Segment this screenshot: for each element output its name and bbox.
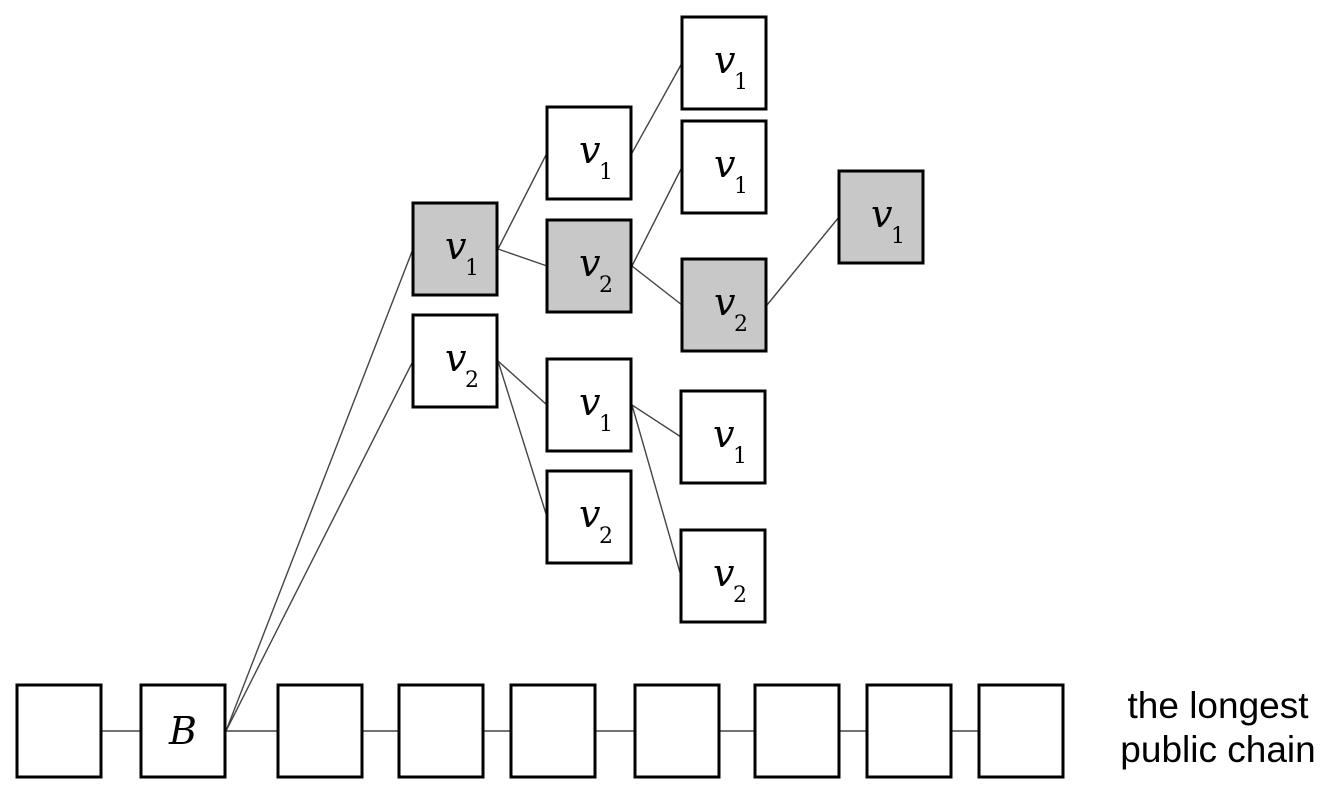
tree-edge — [225, 248, 414, 732]
tree-block-b4: v2 — [545, 469, 633, 565]
block-box — [411, 313, 499, 409]
block-subscript: 2 — [599, 273, 613, 298]
block-box — [139, 683, 227, 779]
block-subscript: 2 — [733, 583, 747, 608]
chain-block-4 — [509, 683, 597, 779]
tree-edge — [631, 265, 683, 306]
block-subscript: 2 — [465, 368, 479, 393]
block-box — [977, 683, 1065, 779]
tree-block-c3n: v2 — [680, 257, 768, 353]
chain-block-5 — [633, 683, 721, 779]
block-subscript: 1 — [599, 160, 613, 185]
tree-block-c1n: v1 — [680, 15, 768, 111]
tree-edge — [631, 404, 682, 438]
tree-edge — [766, 216, 840, 306]
block-box — [679, 528, 767, 624]
block-variable: v — [714, 280, 736, 324]
edges-layer — [101, 62, 979, 732]
block-variable: v — [579, 241, 601, 285]
tree-block-b2: v2 — [545, 218, 633, 314]
block-variable: v — [714, 38, 736, 82]
block-variable: v — [579, 380, 601, 424]
block-box — [680, 119, 768, 215]
block-variable: v — [445, 224, 467, 268]
tree-edge — [497, 152, 548, 250]
tree-block-c2n: v1 — [680, 119, 768, 215]
tree-edge — [497, 248, 548, 267]
block-variable: v — [579, 492, 601, 536]
block-box — [545, 357, 633, 453]
block-box — [545, 218, 633, 314]
tree-block-b3: v1 — [545, 357, 633, 453]
tree-block-a2: v2 — [411, 313, 499, 409]
block-variable: v — [713, 412, 735, 456]
tree-edge — [631, 62, 683, 154]
block-box — [276, 683, 364, 779]
tree-block-c5n: v2 — [679, 528, 767, 624]
tree-block-b1: v1 — [545, 105, 633, 201]
block-subscript: 2 — [599, 524, 613, 549]
chain-block-8 — [977, 683, 1065, 779]
block-variable: v — [713, 551, 735, 595]
block-box — [397, 683, 485, 779]
block-box — [680, 257, 768, 353]
chain-block-3 — [397, 683, 485, 779]
tree-edge — [497, 360, 548, 406]
block-subscript: 1 — [599, 412, 613, 437]
block-subscript: 1 — [465, 256, 479, 281]
chain-block-0 — [15, 683, 103, 779]
chain-block-2 — [276, 683, 364, 779]
tree-block-d1: v1 — [837, 169, 925, 265]
block-box — [679, 389, 767, 485]
block-variable: v — [579, 128, 601, 172]
block-box — [411, 201, 499, 297]
block-box — [680, 15, 768, 111]
chain-label: the longest public chain — [1108, 684, 1327, 772]
chain-block-7 — [865, 683, 953, 779]
block-label: B — [168, 709, 197, 753]
chain-label-line1: the longest — [1127, 685, 1309, 726]
tree-edge — [631, 404, 682, 577]
block-box — [15, 683, 103, 779]
block-box — [545, 469, 633, 565]
block-variable: v — [445, 336, 467, 380]
block-box — [837, 169, 925, 265]
block-variable: v — [871, 192, 893, 236]
block-box — [865, 683, 953, 779]
tree-edge — [225, 360, 414, 732]
block-box — [753, 683, 841, 779]
tree-edge — [497, 360, 548, 518]
block-subscript: 1 — [734, 70, 748, 95]
tree-edge — [631, 166, 683, 267]
chain-block-6 — [753, 683, 841, 779]
block-subscript: 2 — [734, 312, 748, 337]
block-box — [509, 683, 597, 779]
block-box — [545, 105, 633, 201]
tree-block-c4n: v1 — [679, 389, 767, 485]
chain-label-line2: public chain — [1120, 729, 1316, 770]
block-box — [633, 683, 721, 779]
block-subscript: 1 — [891, 224, 905, 249]
block-subscript: 1 — [733, 444, 747, 469]
chain-block-1: B — [139, 683, 227, 779]
block-variable: v — [714, 142, 736, 186]
tree-block-a1: v1 — [411, 201, 499, 297]
block-subscript: 1 — [734, 174, 748, 199]
